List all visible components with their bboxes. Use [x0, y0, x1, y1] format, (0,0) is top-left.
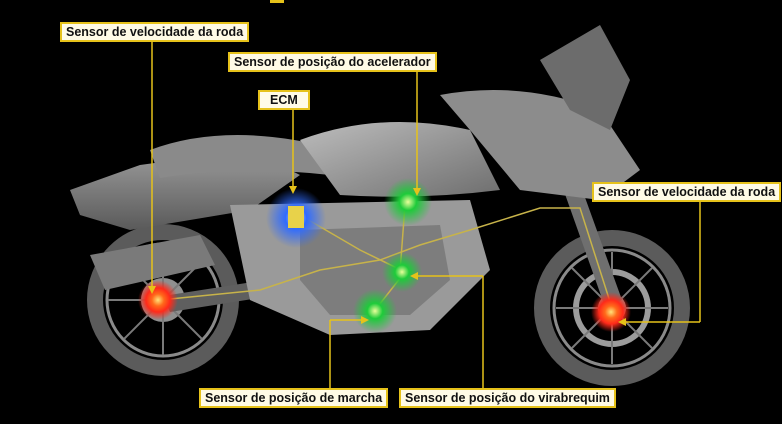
- crankshaft-sensor-glow: [382, 252, 422, 292]
- front-wheel-sensor-glow: [591, 292, 631, 332]
- label-wheel-speed-rear: Sensor de velocidade da roda: [60, 22, 250, 42]
- top-fragment: [270, 0, 284, 3]
- rear-wheel-sensor-glow: [138, 280, 178, 320]
- label-ecm: ECM: [258, 90, 310, 110]
- label-gear-position: Sensor de posição de marcha: [199, 388, 389, 408]
- leader-lines: [148, 38, 701, 388]
- throttle-sensor-glow: [384, 178, 432, 226]
- gear-sensor-glow: [353, 289, 397, 333]
- ecm-glow: [266, 188, 326, 248]
- label-throttle-position: Sensor de posição do acelerador: [228, 52, 437, 72]
- label-wheel-speed-front: Sensor de velocidade da roda: [592, 182, 782, 202]
- label-crankshaft-position: Sensor de posição do virabrequim: [399, 388, 616, 408]
